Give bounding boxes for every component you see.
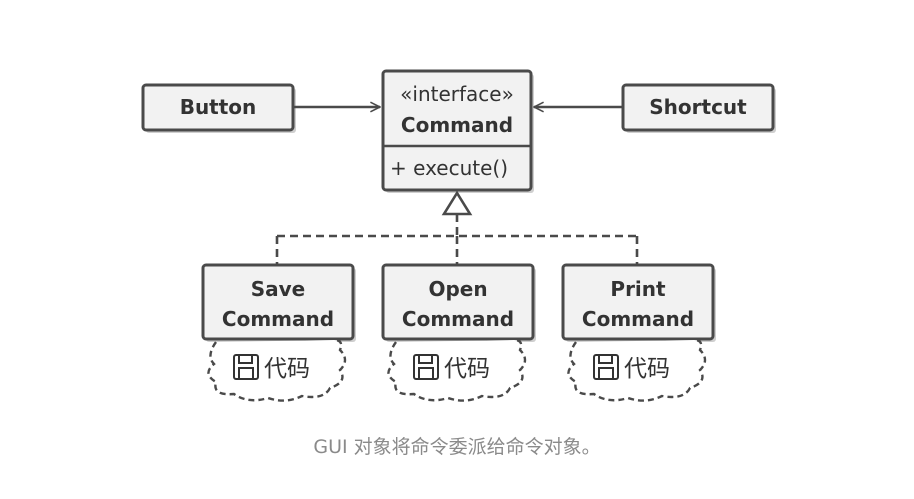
save-command-box: Save Command [201, 263, 356, 342]
floppy-disk-icon [593, 354, 619, 380]
command-interface: «interface» Command + execute() [381, 69, 534, 193]
floppy-disk-icon [233, 354, 259, 380]
print-command-line1: Print [610, 277, 666, 301]
interface-name: Command [401, 113, 513, 137]
realization-triangle-icon [441, 190, 473, 216]
print-command-box: Print Command [561, 263, 716, 342]
print-code-cloud: 代码 [567, 338, 707, 402]
floppy-disk-icon [413, 354, 439, 380]
realization-connector [275, 190, 639, 264]
open-command-line2: Command [402, 307, 514, 331]
open-command-box: Open Command [381, 263, 536, 342]
button-class-box: Button [141, 83, 296, 133]
shortcut-label: Shortcut [649, 95, 747, 119]
save-command-line1: Save [251, 277, 306, 301]
interface-method: + execute() [390, 156, 508, 180]
print-code-label: 代码 [624, 356, 670, 382]
save-command-line2: Command [222, 307, 334, 331]
open-code-label: 代码 [444, 356, 490, 382]
open-code-cloud: 代码 [387, 338, 527, 402]
button-label: Button [180, 95, 257, 119]
diagram-caption: GUI 对象将命令委派给命令对象。 [313, 436, 601, 458]
interface-stereotype: «interface» [400, 82, 514, 106]
save-code-label: 代码 [264, 356, 310, 382]
save-code-cloud: 代码 [207, 338, 347, 402]
shortcut-class-box: Shortcut [621, 83, 776, 133]
print-command-line2: Command [582, 307, 694, 331]
open-command-line1: Open [428, 277, 487, 301]
